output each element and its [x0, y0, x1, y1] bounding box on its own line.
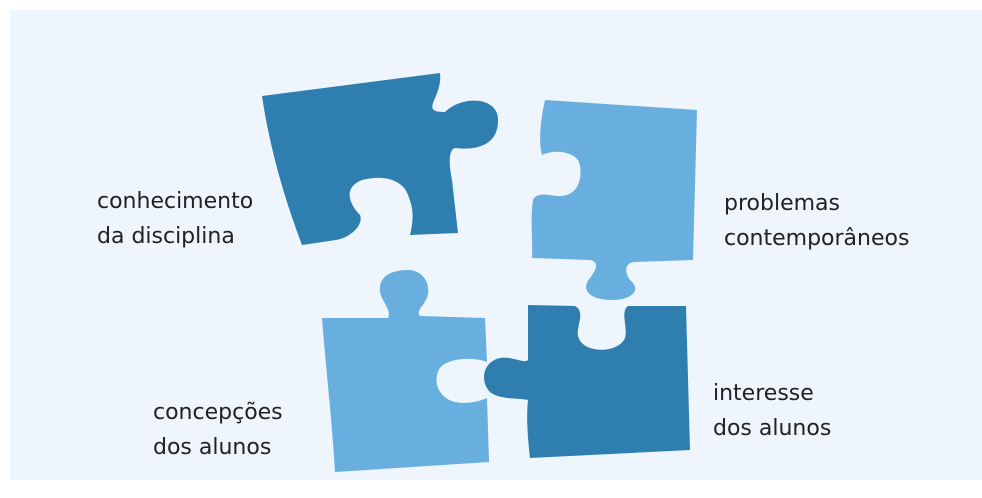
label-line: concepções	[153, 400, 283, 425]
label-line: dos alunos	[713, 416, 832, 441]
label-line: problemas	[724, 191, 840, 216]
label-line: conhecimento	[97, 189, 254, 214]
puzzle-piece-bottom-right	[484, 305, 690, 458]
puzzle-piece-top-left	[262, 73, 499, 245]
puzzle-piece-bottom-left	[322, 270, 489, 472]
label-line: contemporâneos	[724, 226, 910, 251]
diagram-panel	[10, 10, 982, 480]
label-problemas-contemporaneos: problemas contemporâneos	[724, 186, 909, 256]
label-interesse-dos-alunos: interesse dos alunos	[713, 376, 831, 446]
puzzle-piece-top-right	[531, 100, 697, 300]
label-concepcoes-dos-alunos: concepções dos alunos	[153, 395, 283, 465]
label-line: da disciplina	[97, 224, 235, 249]
label-line: dos alunos	[153, 435, 272, 460]
label-line: interesse	[713, 381, 814, 406]
label-conhecimento-da-disciplina: conhecimento da disciplina	[97, 184, 253, 254]
